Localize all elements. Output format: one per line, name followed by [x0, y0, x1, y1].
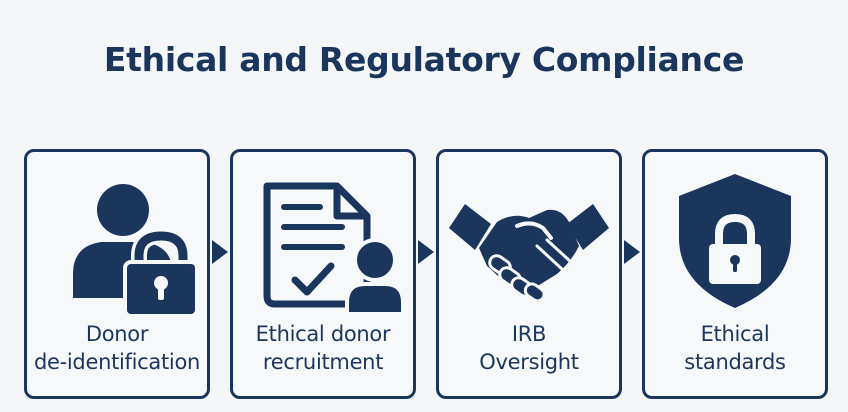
step-card-irb-oversight: IRB Oversight: [436, 149, 622, 399]
step-card-ethical-donor-recruitment: Ethical donor recruitment: [230, 149, 416, 399]
page-title: Ethical and Regulatory Compliance: [103, 40, 745, 79]
step-label: Ethical standards: [684, 322, 786, 374]
step-card-donor-deidentification: Donor de-identification: [24, 149, 210, 399]
step-label: Donor de-identification: [33, 322, 201, 374]
step-label: IRB Oversight: [479, 322, 579, 374]
arrow-right-icon: [418, 240, 434, 264]
step-card-ethical-standards: Ethical standards: [642, 149, 828, 399]
document-person-icon: [263, 182, 405, 316]
step-label: Ethical donor recruitment: [255, 322, 391, 374]
handshake-icon: [449, 204, 609, 303]
shield-lock-icon: [679, 174, 791, 308]
person-lock-icon: [73, 184, 199, 316]
arrow-right-icon: [624, 240, 640, 264]
arrow-right-icon: [212, 240, 228, 264]
